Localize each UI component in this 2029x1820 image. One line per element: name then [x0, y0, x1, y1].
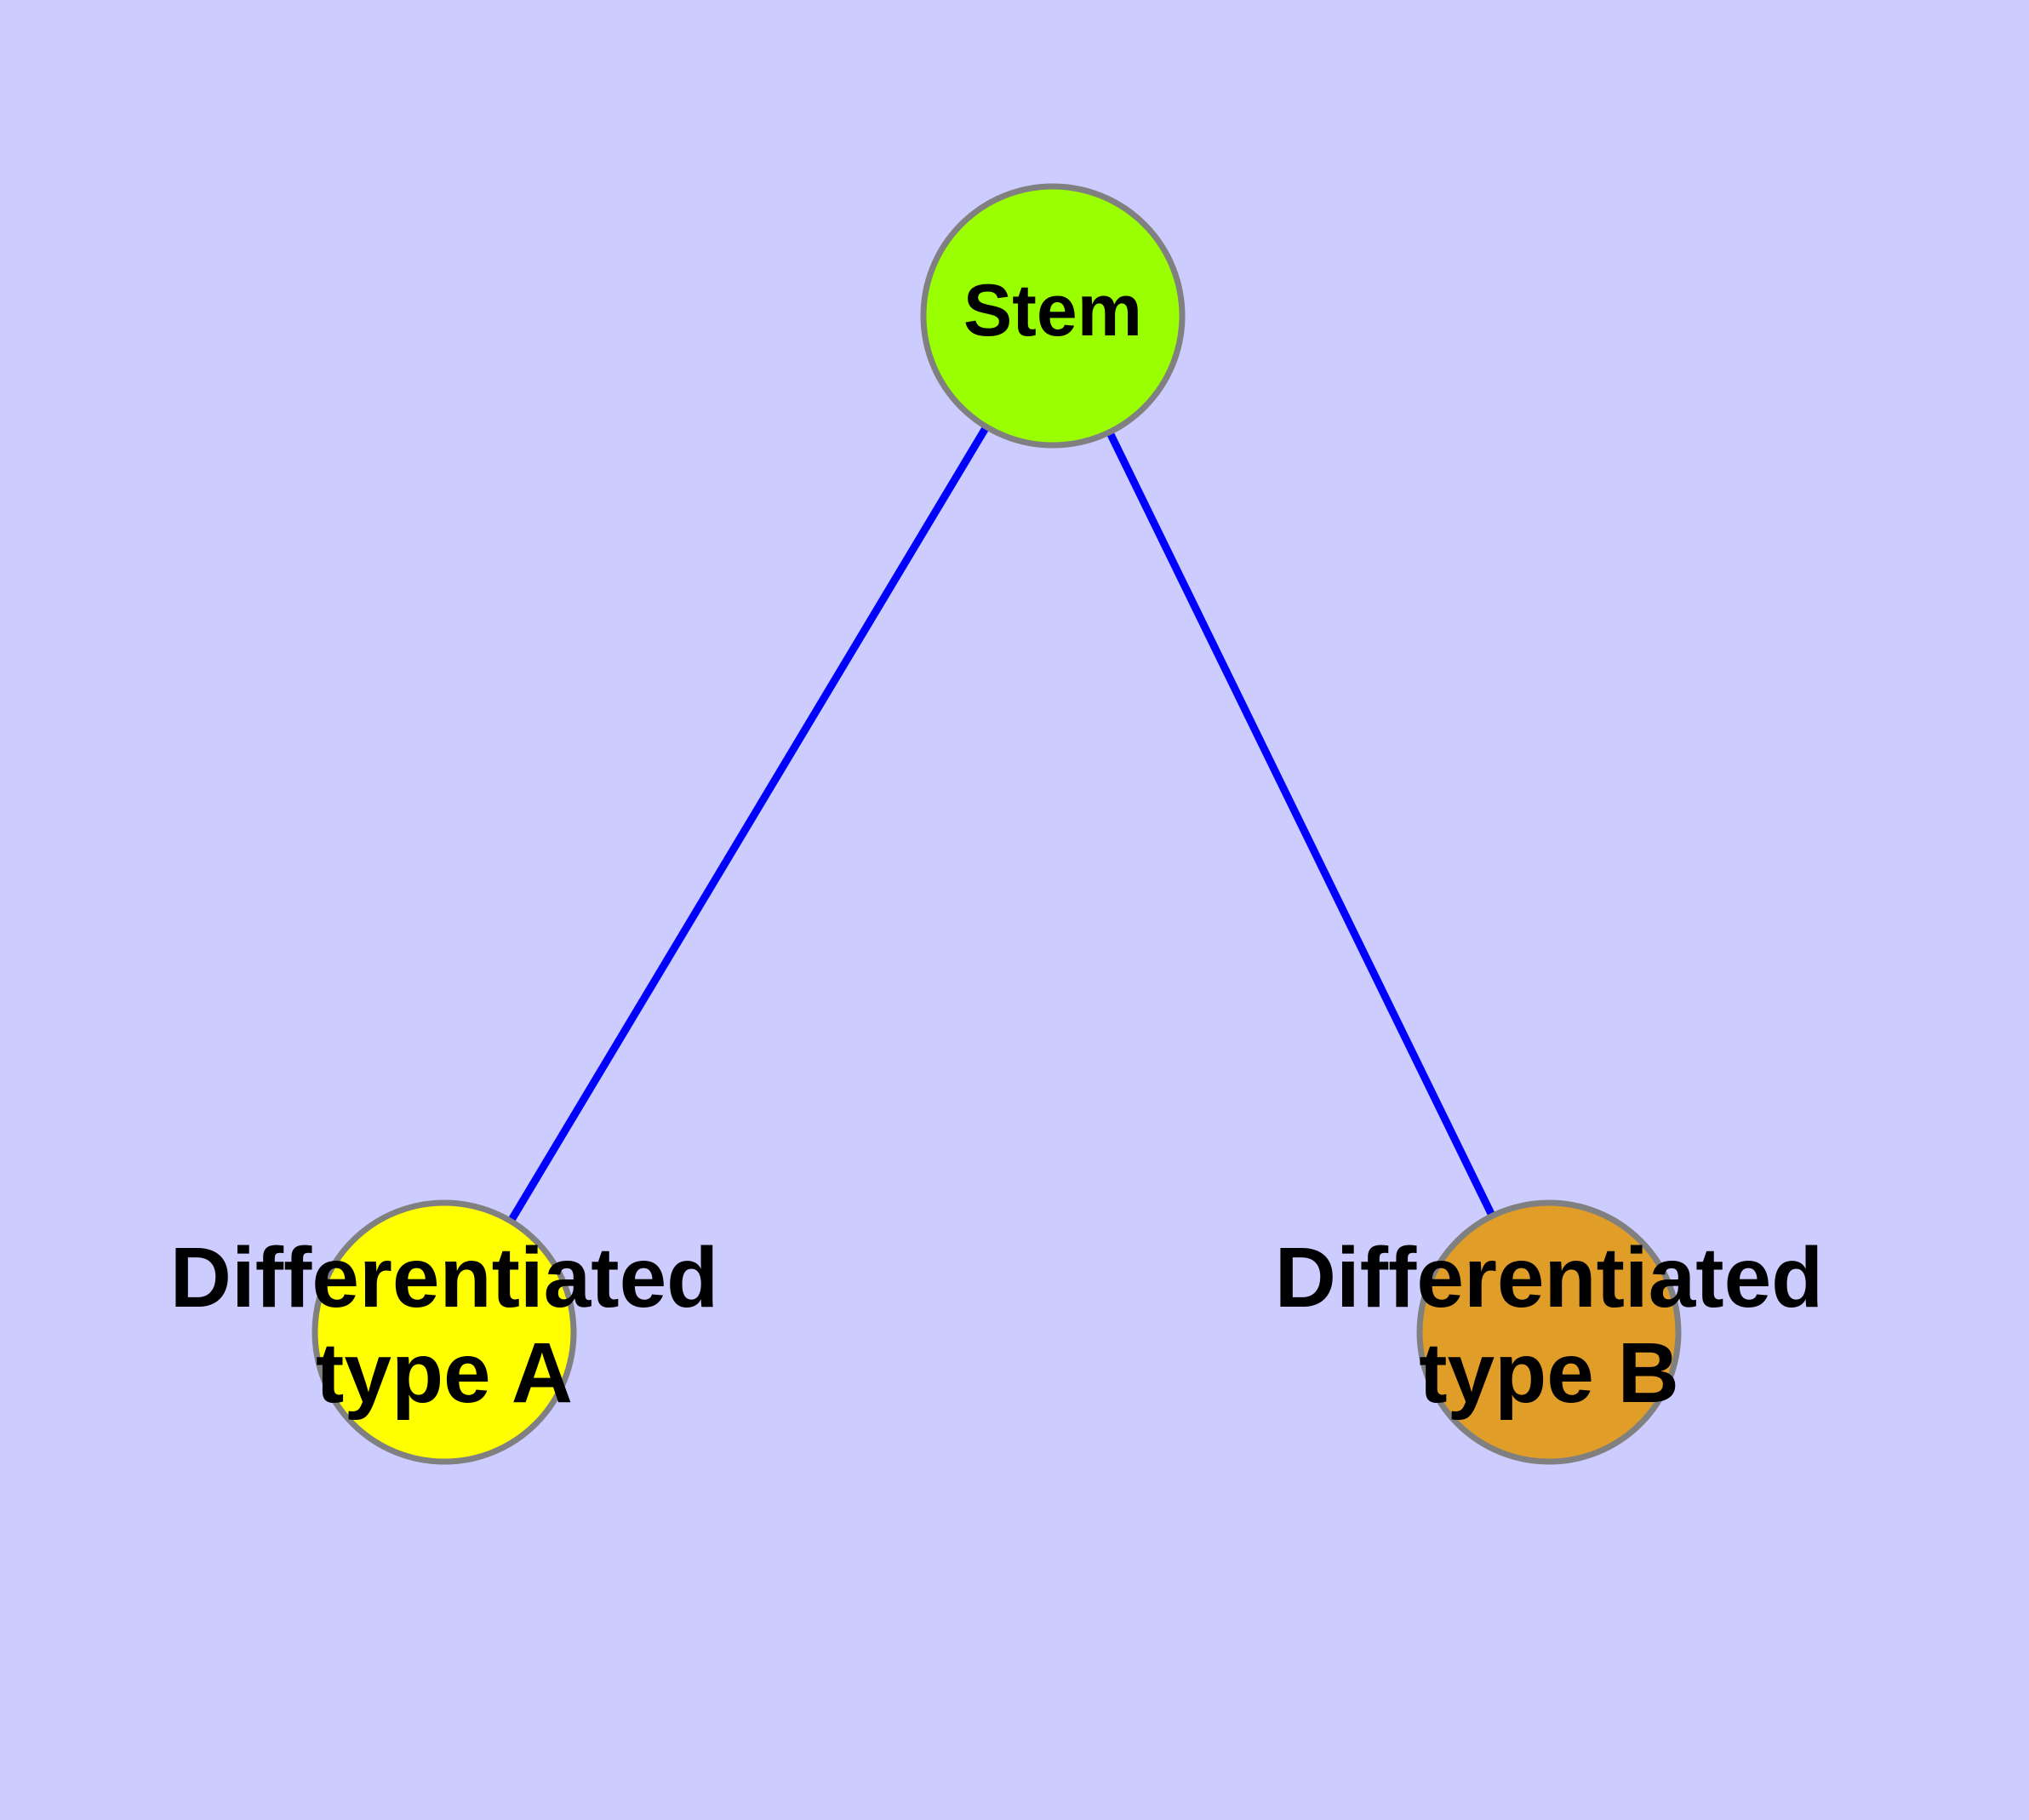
node-label-line: type A — [316, 1325, 573, 1421]
node-label-line: Differentiated — [1275, 1230, 1824, 1325]
edges-layer — [441, 313, 1553, 1335]
node-circle-diff_a[interactable] — [311, 1199, 577, 1465]
node-stem[interactable]: Stem — [920, 183, 1186, 449]
edge-stem-diff-b[interactable] — [1049, 314, 1553, 1334]
node-label-line: Stem — [963, 270, 1142, 352]
node-label-line: Differentiated — [170, 1230, 719, 1325]
node-label-stem: Stem — [963, 270, 1142, 352]
edge-stem-diff-a[interactable] — [441, 313, 1056, 1335]
node-label-line: type B — [1419, 1325, 1679, 1421]
node-circle-stem[interactable] — [920, 183, 1186, 449]
node-circle-diff_b[interactable] — [1416, 1199, 1682, 1465]
